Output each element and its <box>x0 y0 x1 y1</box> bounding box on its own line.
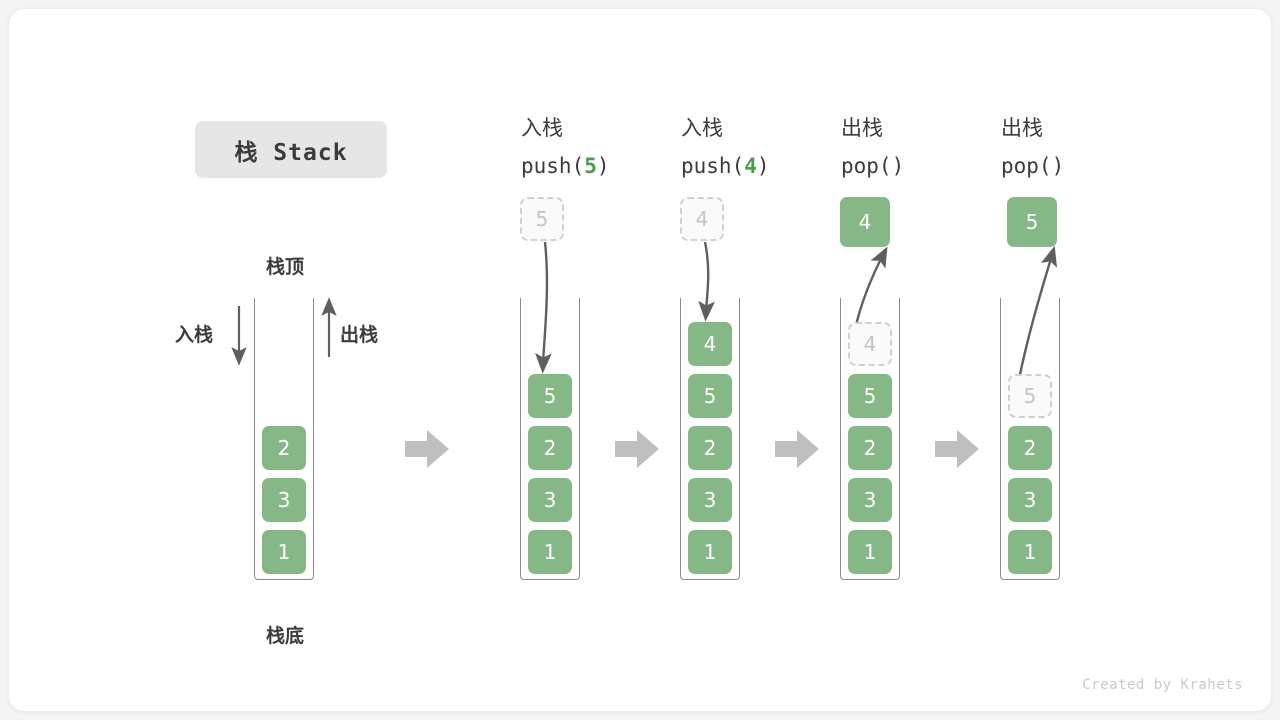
stack-top-label: 栈顶 <box>266 256 305 278</box>
diagram-card: 栈 Stack 栈顶 栈底 入栈 出栈 入栈 push(5) 入栈 push(4… <box>8 8 1272 712</box>
stack-item: 1 <box>1008 530 1052 574</box>
stack-container-initial <box>254 298 314 580</box>
op-header-pop2: 出栈 pop() <box>1001 109 1064 185</box>
op-header-pop1: 出栈 pop() <box>841 109 904 185</box>
stack-item: 2 <box>688 426 732 470</box>
stack-item: 1 <box>688 530 732 574</box>
stack-item: 2 <box>848 426 892 470</box>
op-header-push5-suffix: ) <box>596 154 610 178</box>
stack-item: 2 <box>1008 426 1052 470</box>
flow-arrow-3 <box>775 430 819 468</box>
op-header-pop1-prefix: pop( <box>841 154 892 178</box>
stack-item: 3 <box>688 478 732 522</box>
stack-item: 3 <box>528 478 572 522</box>
stack-container-push4 <box>680 298 740 580</box>
stack-bottom-label: 栈底 <box>266 625 305 647</box>
op-header-push4-prefix: push( <box>681 154 745 178</box>
op-header-pop1-suffix: ) <box>891 154 905 178</box>
removed-ghost-item: 5 <box>1008 374 1052 418</box>
stack-item: 3 <box>848 478 892 522</box>
pop-label: 出栈 <box>340 324 379 346</box>
flow-arrow-2 <box>615 430 659 468</box>
op-header-push5-prefix: push( <box>521 154 585 178</box>
stack-item: 1 <box>848 530 892 574</box>
op-header-pop2-prefix: pop( <box>1001 154 1052 178</box>
stack-container-pop1 <box>840 298 900 580</box>
incoming-ghost-item: 4 <box>680 197 724 241</box>
stack-item: 4 <box>688 322 732 366</box>
stack-item: 5 <box>528 374 572 418</box>
op-header-pop2-cn: 出栈 <box>1001 116 1043 140</box>
popped-item: 4 <box>840 197 890 247</box>
removed-ghost-item: 4 <box>848 322 892 366</box>
stack-item: 2 <box>262 426 306 470</box>
stack-container-pop2 <box>1000 298 1060 580</box>
stack-item: 3 <box>262 478 306 522</box>
op-header-pop1-cn: 出栈 <box>841 116 883 140</box>
stack-item: 1 <box>528 530 572 574</box>
op-header-push5-cn: 入栈 <box>521 116 563 140</box>
stack-item: 5 <box>848 374 892 418</box>
op-header-push4: 入栈 push(4) <box>681 109 770 185</box>
stack-container-push5 <box>520 298 580 580</box>
flow-arrow-4 <box>935 430 979 468</box>
stack-item: 1 <box>262 530 306 574</box>
footer-credit: Created by Krahets <box>1082 677 1243 693</box>
op-header-push5-arg: 5 <box>584 154 597 178</box>
op-header-push4-arg: 4 <box>744 154 757 178</box>
incoming-ghost-item: 5 <box>520 197 564 241</box>
page-title: 栈 Stack <box>195 121 387 178</box>
popped-item: 5 <box>1007 197 1057 247</box>
op-header-push5: 入栈 push(5) <box>521 109 610 185</box>
arrows-overlay <box>231 241 1058 468</box>
stack-item: 5 <box>688 374 732 418</box>
op-header-pop2-suffix: ) <box>1051 154 1065 178</box>
op-header-push4-cn: 入栈 <box>681 116 723 140</box>
stack-item: 2 <box>528 426 572 470</box>
flow-arrow-1 <box>405 430 449 468</box>
push-label: 入栈 <box>175 324 214 346</box>
op-header-push4-suffix: ) <box>756 154 770 178</box>
stack-item: 3 <box>1008 478 1052 522</box>
